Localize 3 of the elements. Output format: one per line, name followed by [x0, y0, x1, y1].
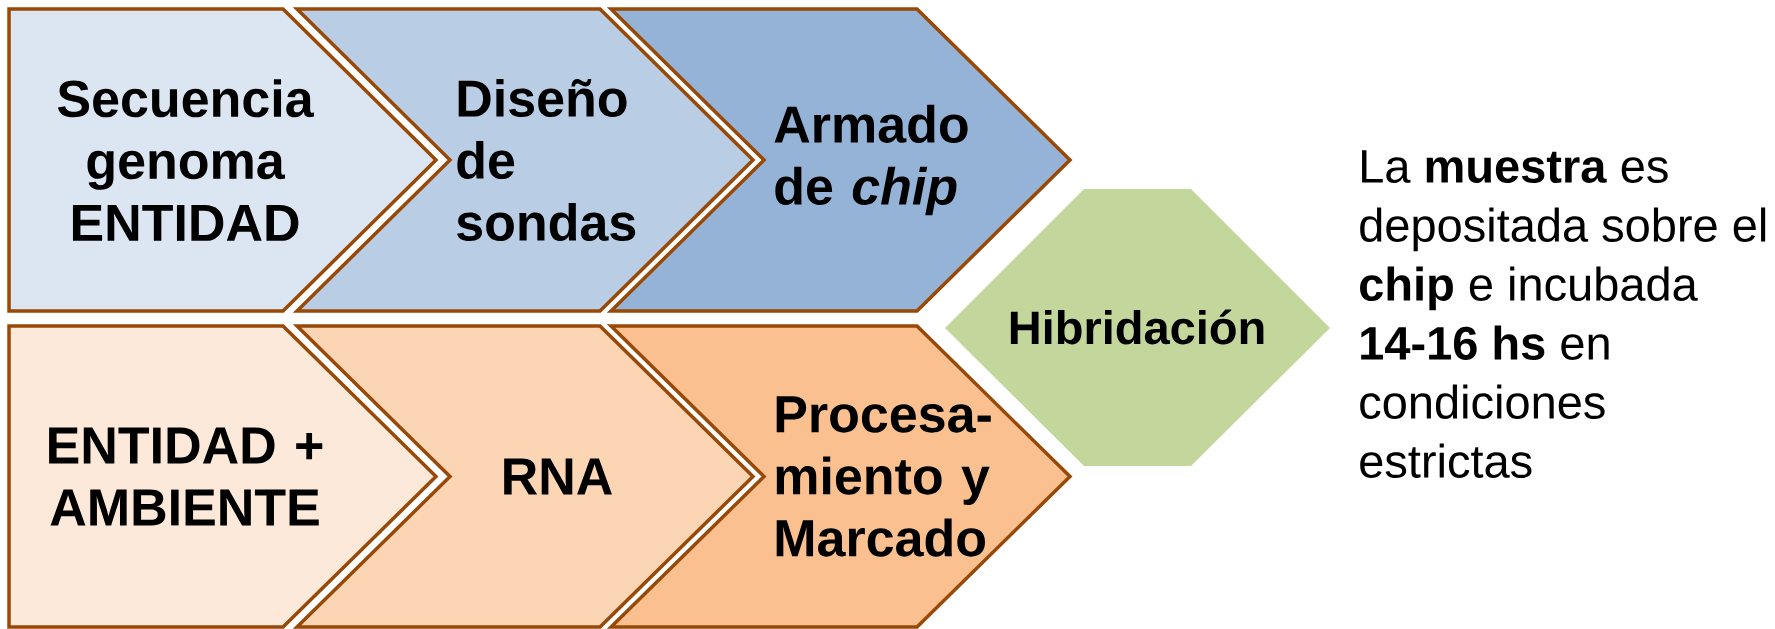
note-text: La muestra es depositada sobre el chip e incubada 14-16 hs en condiciones estrictas [1360, 150, 1766, 478]
chevron-box: Secuencia genoma ENTIDAD [7, 7, 439, 313]
chevron-box: ENTIDAD + AMBIENTE [7, 324, 439, 629]
